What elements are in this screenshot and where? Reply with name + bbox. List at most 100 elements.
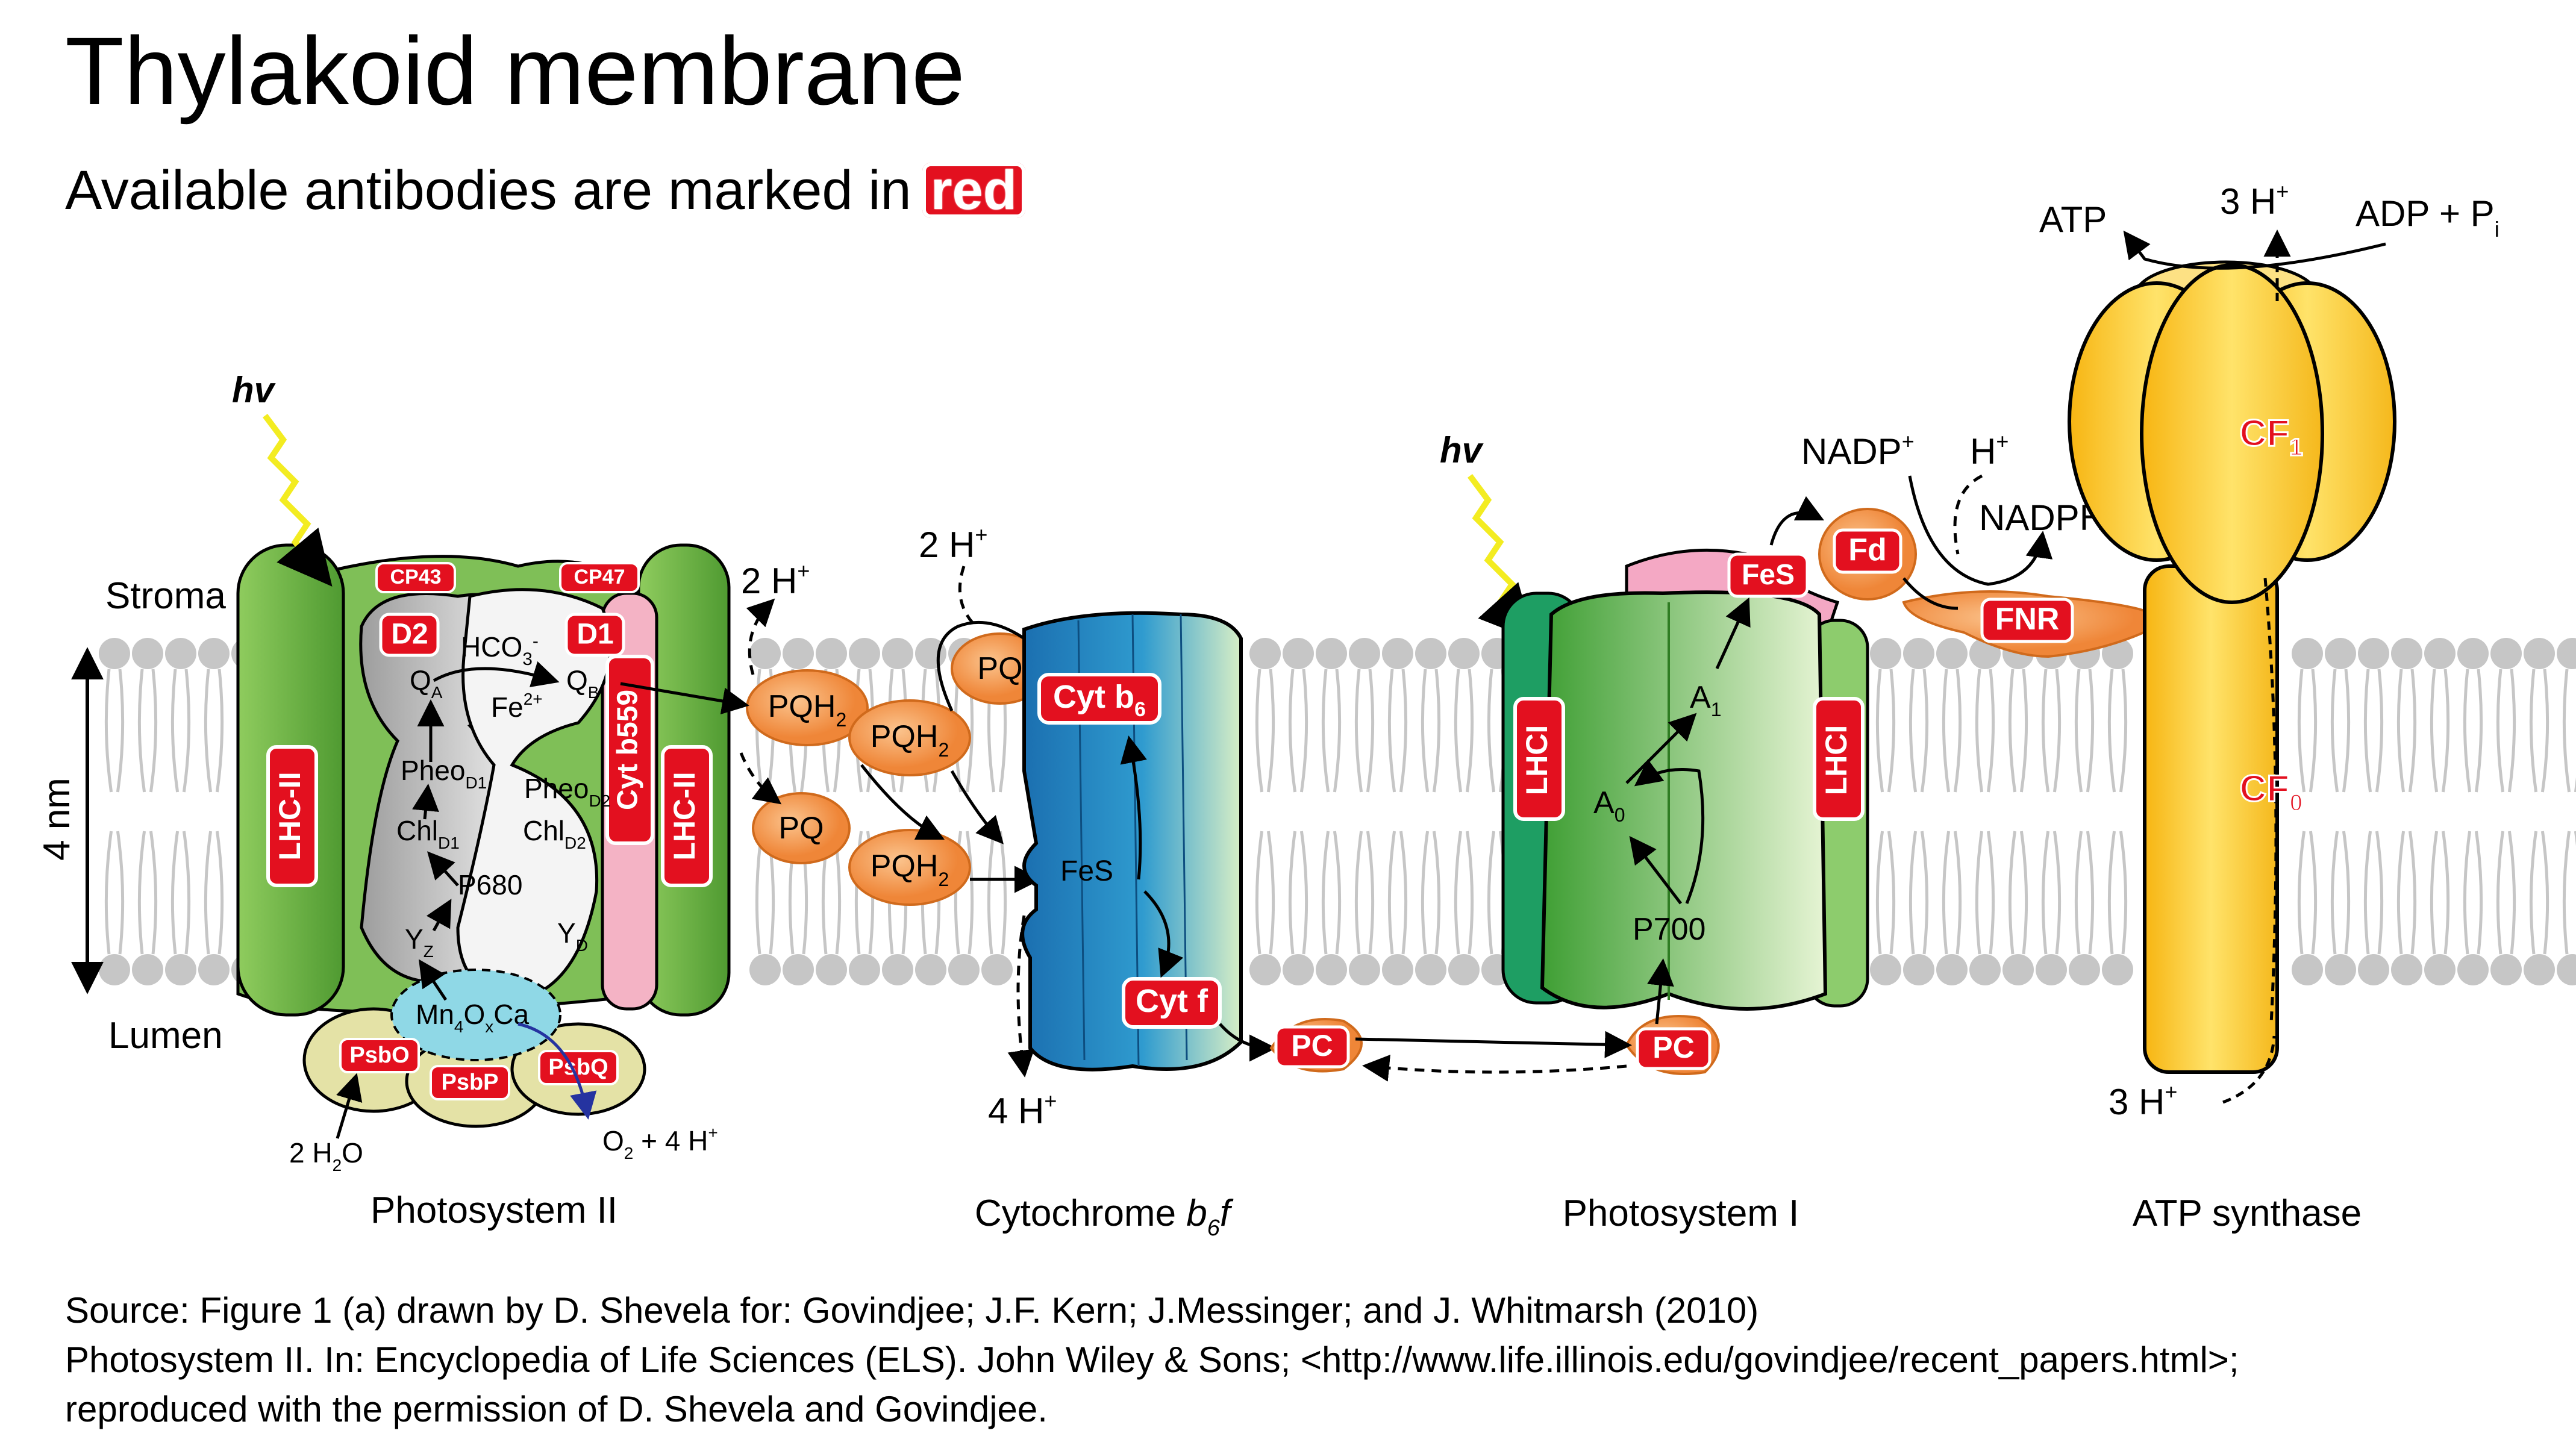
svg-text:LHCI: LHCI <box>1520 725 1554 796</box>
svg-text:LHCI: LHCI <box>1819 725 1853 796</box>
photosystem-i <box>1501 548 1869 1011</box>
cyt-b559-label: Cyt b559 <box>605 655 654 845</box>
a1-label: A1 <box>1690 680 1721 720</box>
complex-labels: Photosystem II Cytochrome b6f Photosyste… <box>370 1190 2362 1241</box>
adp-label: ADP + Pi <box>2356 193 2499 242</box>
cyt-f-label: Cyt f <box>1122 977 1222 1029</box>
pc-psi: PC <box>1625 1015 1720 1075</box>
water-label: 2 H2O <box>289 1137 363 1175</box>
pq-pool: 2 H+ 2 H+ 4 H+ PQH2 PQ PQH2 PQ PQH2 <box>741 522 1057 1131</box>
svg-text:CP43: CP43 <box>390 566 441 588</box>
atp-label: ATP <box>2039 199 2107 240</box>
hco3-label: HCO3- <box>461 631 539 669</box>
cf0-stalk <box>2143 564 2279 1074</box>
h-label: H+ <box>1970 429 2009 472</box>
cp43-label: CP43 <box>375 562 456 593</box>
psbo-label: PsbO <box>339 1038 420 1073</box>
svg-text:PsbQ: PsbQ <box>548 1055 608 1080</box>
d2-label: D2 <box>379 613 440 657</box>
yd-label: YD <box>557 917 588 955</box>
chl-d1-label: ChlD1 <box>396 815 460 852</box>
psii-antibody-labels: LHC-II LHC-II Cyt b559 CP43 CP47 D2 D1 P… <box>266 562 713 1100</box>
psi-fes-label: FeS <box>1727 552 1809 598</box>
photosystem-i-label: Photosystem I <box>1563 1193 1799 1234</box>
psi-cofactors: A1 A0 P700 <box>1593 680 1721 947</box>
svg-text:PsbP: PsbP <box>441 1070 498 1095</box>
pc-shuttle-arrows <box>1355 1031 1632 1082</box>
fnr: FNR <box>1902 590 2162 658</box>
lumen-label: Lumen <box>108 1015 223 1056</box>
pqh2-2 <box>848 699 971 776</box>
h2-b6f-label: 2 H+ <box>919 522 987 565</box>
a0-label: A0 <box>1593 785 1625 826</box>
ferredoxin: Fd <box>1818 508 1917 601</box>
fe-label: Fe2+ <box>491 690 543 723</box>
atp-synthase <box>2068 260 2396 1074</box>
svg-text:PsbO: PsbO <box>349 1043 409 1068</box>
b6f-arrows <box>1120 735 1277 1062</box>
cytochrome-b6f-label: Cytochrome b6f <box>975 1193 1234 1241</box>
pqh2-3 <box>848 829 971 906</box>
atp-reaction: ATP 3 H+ ADP + Pi 3 H+ <box>2039 179 2499 1122</box>
svg-text:PQH2: PQH2 <box>871 719 949 761</box>
pq-1 <box>752 792 851 864</box>
nadp-arrows <box>1902 474 2053 610</box>
svg-text:Fd: Fd <box>1848 532 1887 567</box>
psi-electron-arrows <box>1625 496 1825 1025</box>
svg-text:FeS: FeS <box>1060 855 1113 887</box>
subtitle-text: Available antibodies are marked in <box>65 160 911 221</box>
cyt-b6-label: Cyt b6 <box>1037 673 1161 725</box>
source-citation: Source: Figure 1 (a) drawn by D. Shevela… <box>65 1286 2239 1434</box>
lhci-left-label: LHCI <box>1513 697 1565 821</box>
svg-text:PQH2: PQH2 <box>871 849 949 890</box>
page-title: Thylakoid membrane <box>65 17 965 125</box>
svg-text:FNR: FNR <box>1995 602 2060 637</box>
svg-text:hv: hv <box>1440 430 1484 470</box>
nadp-label: NADP+ <box>1801 429 1915 472</box>
qa-label: QA <box>410 664 443 702</box>
svg-text:D2: D2 <box>391 619 428 651</box>
p680-label: P680 <box>458 869 522 900</box>
stroma-label: Stroma <box>105 575 226 617</box>
photosystem-ii-label: Photosystem II <box>370 1190 617 1231</box>
subtitle-red-label: red <box>922 163 1025 218</box>
svg-text:D1: D1 <box>577 619 613 651</box>
light-psi: hv <box>1440 430 1535 641</box>
svg-text:Cyt b559: Cyt b559 <box>612 690 644 810</box>
atp-synthase-label: ATP synthase <box>2133 1193 2362 1234</box>
lhc-ii-right-label: LHC-II <box>661 745 713 887</box>
thickness-label: 4 nm <box>36 778 78 861</box>
source-line-1: Source: Figure 1 (a) drawn by D. Shevela… <box>65 1290 1759 1331</box>
pc-b6f: PC <box>1269 1018 1363 1073</box>
svg-text:hv: hv <box>232 370 277 410</box>
cf1-label: CF1 <box>2239 412 2304 462</box>
source-line-3: reproduced with the permission of D. She… <box>65 1389 1048 1429</box>
svg-text:PQ: PQ <box>977 651 1022 686</box>
o2-label: O2 + 4 H+ <box>602 1123 718 1162</box>
svg-text:PC: PC <box>1291 1029 1333 1063</box>
svg-text:PC: PC <box>1652 1031 1694 1064</box>
qb-label: QB <box>566 664 599 702</box>
svg-text:PQH2: PQH2 <box>768 689 846 731</box>
psbp-label: PsbP <box>430 1065 510 1100</box>
h4-lumen-label: 4 H+ <box>988 1088 1057 1131</box>
yz-label: YZ <box>405 923 434 961</box>
d1-label: D1 <box>564 613 625 657</box>
svg-text:CP47: CP47 <box>574 566 625 588</box>
light-psii: hv <box>232 370 333 587</box>
source-line-2: Photosystem II. In: Encyclopedia of Life… <box>65 1340 2239 1380</box>
h2-psii-label: 2 H+ <box>741 558 810 601</box>
lhc-ii-left-label: LHC-II <box>266 745 318 887</box>
psii-cofactors: HCO3- QA QB Fe2+ PheoD1 PheoD2 ChlD1 Chl… <box>289 631 718 1175</box>
svg-text:Cyt b6: Cyt b6 <box>1053 679 1146 721</box>
psbq-label: PsbQ <box>538 1050 619 1085</box>
h3-bottom-label: 3 H+ <box>2109 1079 2177 1122</box>
pheo-d2-label: PheoD2 <box>524 773 610 810</box>
svg-text:CF1: CF1 <box>2240 413 2303 461</box>
psii-electron-arrows <box>336 661 597 1139</box>
svg-text:LHC-II: LHC-II <box>273 772 307 860</box>
cf0-label: CF0 <box>2239 767 2304 817</box>
svg-text:PQ: PQ <box>778 811 824 846</box>
